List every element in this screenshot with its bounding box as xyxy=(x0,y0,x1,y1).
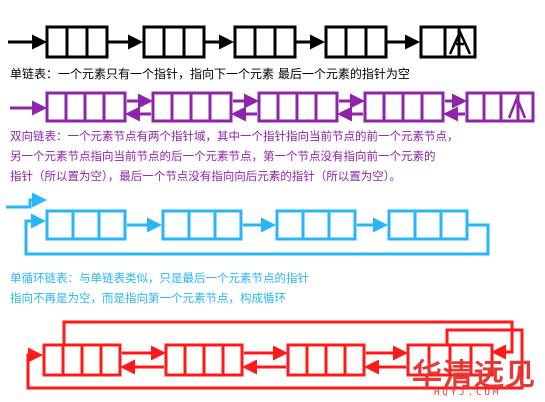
single-node-4 xyxy=(324,25,388,59)
circular-list-caption: 单循环链表：与单链表类似，只是最后一个元素节点的指针 指向不再是为空，而是指向第… xyxy=(10,268,309,308)
double-node-4 xyxy=(363,91,445,123)
single-list-caption: 单链表：一个元素只有一个指针，指向下一个元素 最后一个元素的指针为空 xyxy=(10,67,410,81)
watermark-logo: 华清远见 HQYJ.COM xyxy=(404,350,544,402)
loop-back-arrow xyxy=(24,213,490,256)
single-node-5 xyxy=(419,25,477,59)
double-circular-node-2 xyxy=(164,343,244,377)
circular-node-2 xyxy=(161,209,243,241)
circular-node-4 xyxy=(387,209,469,241)
single-node-2 xyxy=(142,25,206,59)
double-linked-list xyxy=(10,91,535,123)
circular-list-caption-line-2: 指向不再是为空，而是指向第一个元素节点，构成循环 xyxy=(10,291,286,305)
single-linked-list xyxy=(8,25,477,59)
circular-node-3 xyxy=(275,209,357,241)
head-pointer-arrow xyxy=(6,192,47,209)
double-node-2 xyxy=(151,91,233,123)
double-circular-node-1 xyxy=(42,343,122,377)
loop-prev-arrow xyxy=(62,320,514,360)
double-node-5 xyxy=(465,91,535,123)
double-list-caption-line-3: 指针（所以置为空），最后一个节点没有指向向后元素的指针（所以置为空）。 xyxy=(10,169,401,183)
double-circular-node-3 xyxy=(286,343,366,377)
circular-linked-list xyxy=(6,192,490,256)
double-circular-linked-list xyxy=(26,320,524,390)
single-node-3 xyxy=(233,25,297,59)
double-list-caption-line-2: 另一个元素节点指向当前节点的后一个元素节点，第一个节点没有指向前一个元素的 xyxy=(10,149,436,163)
circular-list-caption-line-1: 单循环链表：与单链表类似，只是最后一个元素节点的指针 xyxy=(10,271,309,285)
double-node-1 xyxy=(45,91,127,123)
circular-node-1 xyxy=(45,209,127,241)
single-node-1 xyxy=(45,25,109,59)
double-list-caption-line-1: 双向链表：一个元素节点有两个指针域，其中一个指针指向当前节点的前一个元素节点， xyxy=(10,129,459,143)
double-node-3 xyxy=(257,91,339,123)
null-pointer-mark xyxy=(448,28,472,55)
watermark-main-text: 华清远见 xyxy=(412,358,536,393)
watermark-sub-text: HQYJ.COM xyxy=(434,388,502,398)
double-circular-node-4 xyxy=(406,343,494,377)
null-pointer-mark xyxy=(507,94,527,119)
loop-next-arrow xyxy=(26,328,524,390)
double-list-caption: 双向链表：一个元素节点有两个指针域，其中一个指针指向当前节点的前一个元素节点， … xyxy=(10,126,459,186)
